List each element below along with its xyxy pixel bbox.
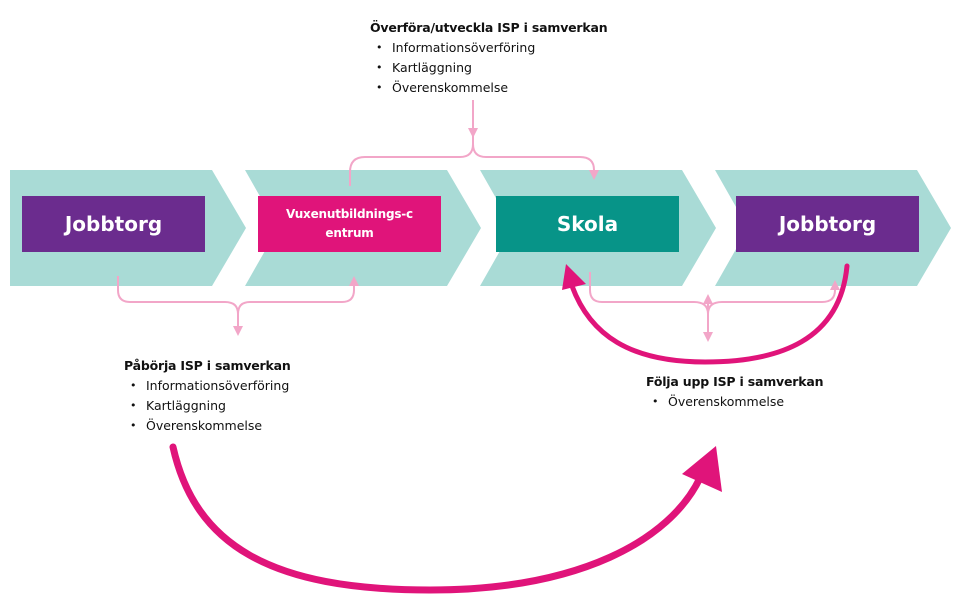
connector-right-to-jobbtorg — [707, 280, 840, 315]
stage-box-jobbtorg-end: Jobbtorg — [736, 196, 919, 252]
connector-top-to-skola — [472, 143, 599, 180]
connector-top-split — [349, 100, 474, 186]
connector-left-to-vux — [237, 276, 359, 315]
loop-arrow-head — [562, 264, 586, 290]
note-left-title: Påbörja ISP i samverkan — [124, 358, 291, 373]
connector-left-split — [117, 276, 243, 336]
stage-label-vux: Vuxenutbildnings-centrum — [286, 207, 413, 240]
note-top: Överföra/utveckla ISP i samverkan Inform… — [370, 20, 670, 98]
note-left-list: Informationsöverföring Kartläggning Över… — [124, 376, 384, 436]
note-top-list: Informationsöverföring Kartläggning Över… — [370, 38, 670, 98]
list-item: Kartläggning — [370, 58, 670, 78]
list-item: Informationsöverföring — [370, 38, 670, 58]
big-arrow-head — [682, 446, 722, 492]
stage-box-jobbtorg-start: Jobbtorg — [22, 196, 205, 252]
note-top-title: Överföra/utveckla ISP i samverkan — [370, 20, 608, 35]
big-arrow-curve — [169, 443, 704, 594]
note-right-title: Följa upp ISP i samverkan — [646, 374, 824, 389]
note-left: Påbörja ISP i samverkan Informationsöver… — [124, 358, 384, 436]
note-right: Följa upp ISP i samverkan Överenskommels… — [646, 374, 906, 412]
stage-box-skola: Skola — [496, 196, 679, 252]
list-item: Informationsöverföring — [124, 376, 384, 396]
list-item: Överenskommelse — [370, 78, 670, 98]
list-item: Överenskommelse — [124, 416, 384, 436]
list-item: Överenskommelse — [646, 392, 906, 412]
loop-arrow-curve — [569, 263, 850, 365]
note-right-list: Överenskommelse — [646, 392, 906, 412]
list-item: Kartläggning — [124, 396, 384, 416]
stage-box-vuxenutbildningscentrum: Vuxenutbildnings-centrum — [258, 196, 441, 252]
